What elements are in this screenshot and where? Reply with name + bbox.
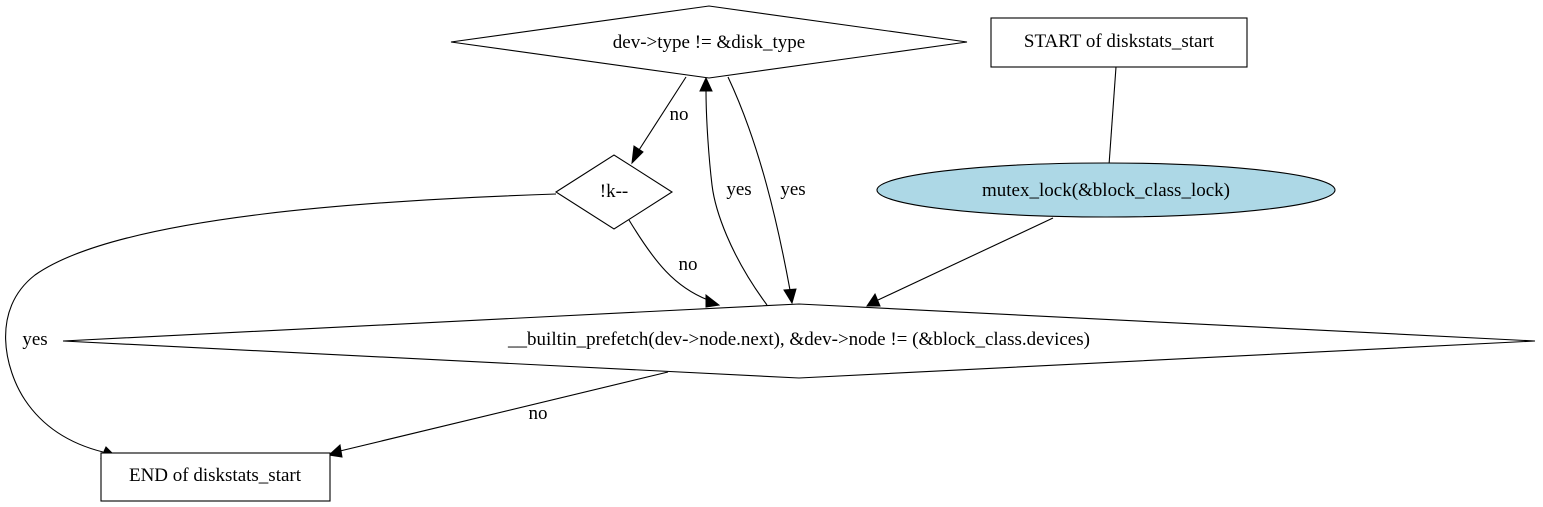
edge-type-check-to-loop-condition: yes	[727, 76, 806, 305]
process-box	[990, 17, 1248, 68]
arrowhead	[783, 288, 797, 305]
node-label: START of diskstats_start	[1024, 31, 1215, 52]
arrowhead	[699, 76, 713, 92]
node-label: dev->type != &disk_type	[613, 32, 805, 53]
arrowhead	[866, 292, 881, 307]
node-loop-condition: __builtin_prefetch(dev->node.next), &dev…	[62, 303, 1536, 379]
arrowhead	[631, 145, 644, 165]
edge-type-check-to-k-check: no	[631, 76, 689, 165]
edge-label-yes: yes	[22, 329, 47, 350]
node-mutex-lock: mutex_lock(&block_class_lock)	[876, 162, 1336, 218]
node-type-check: dev->type != &disk_type	[450, 5, 968, 79]
process-box	[100, 452, 331, 502]
node-label: !k--	[600, 181, 628, 202]
edge-loop-condition-to-end: no	[327, 371, 669, 458]
edge-loop-condition-to-type-check: yes	[699, 76, 768, 306]
edge-label-yes: yes	[726, 179, 751, 200]
label-backdrop	[12, 325, 60, 353]
edge-label-no: no	[670, 104, 689, 125]
node-end: END of diskstats_start	[100, 452, 331, 502]
edge-label-no: no	[529, 403, 548, 424]
call-ellipse	[876, 162, 1336, 218]
node-start: START of diskstats_start	[990, 17, 1248, 68]
arrowhead	[327, 444, 343, 458]
edge-mutex-to-loop-condition	[866, 217, 1054, 307]
edge-label-no: no	[679, 254, 698, 275]
decision-diamond	[62, 303, 1536, 379]
node-label: END of diskstats_start	[129, 465, 302, 486]
node-k-check: !k--	[554, 154, 674, 230]
decision-diamond	[554, 154, 674, 230]
edge-k-check-to-loop-condition: no	[628, 219, 721, 308]
edge-start-to-mutex	[1102, 66, 1117, 179]
edge-label-yes: yes	[780, 179, 805, 200]
decision-diamond	[450, 5, 968, 79]
node-label: __builtin_prefetch(dev->node.next), &dev…	[507, 329, 1090, 350]
node-label: mutex_lock(&block_class_lock)	[982, 180, 1230, 201]
arrowhead	[705, 293, 721, 308]
